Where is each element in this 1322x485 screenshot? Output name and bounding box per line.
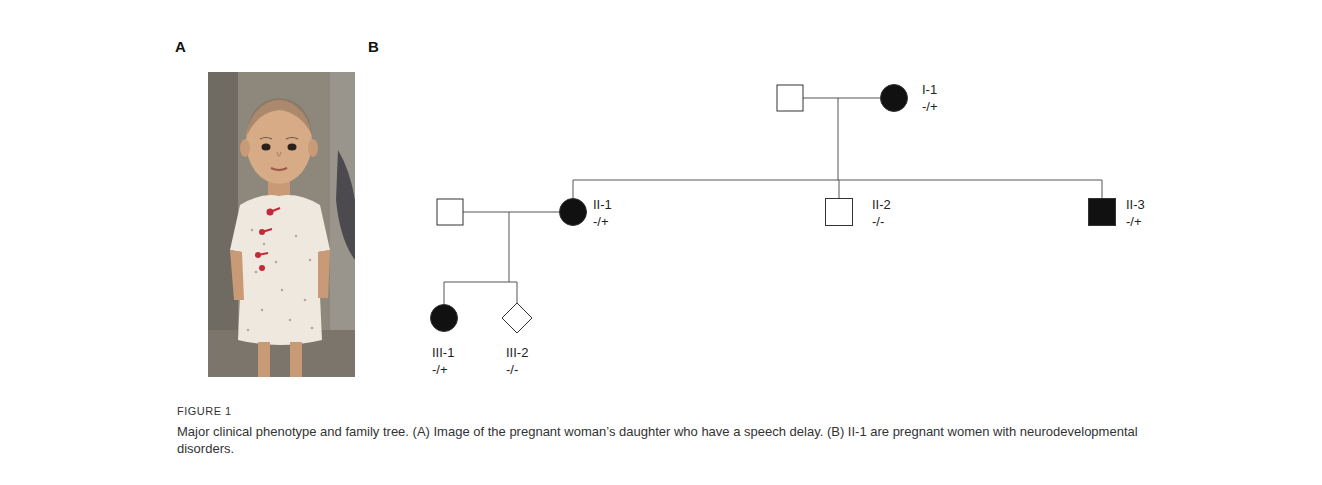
figure-caption: Major clinical phenotype and family tree…	[177, 423, 1162, 457]
pedigree-symbol	[880, 84, 908, 112]
genotype: -/+	[1126, 214, 1142, 229]
female-circle: II-1-/+	[559, 198, 587, 226]
individual-id: I-1	[922, 82, 937, 97]
genotype: -/+	[922, 99, 938, 114]
figure-number: FIGURE 1	[177, 405, 232, 417]
pedigree-symbol	[559, 198, 587, 226]
male-square	[777, 85, 803, 111]
individual-id: III-1	[432, 345, 454, 360]
panel-letter: B	[368, 38, 379, 55]
individual-id: II-1	[593, 197, 612, 212]
female-circle: I-1-/+	[880, 84, 908, 112]
genotype: -/-	[506, 362, 518, 377]
individual-id: II-2	[872, 197, 891, 212]
individual-id: III-2	[506, 345, 528, 360]
male-square: II-3-/+	[1088, 198, 1116, 226]
genotype: -/-	[872, 214, 884, 229]
pedigree-symbol	[825, 198, 853, 226]
panel-letter: A	[175, 38, 186, 55]
male-square: II-2-/-	[825, 198, 853, 226]
pedigree-symbol	[430, 304, 458, 332]
pedigree-symbol	[503, 304, 531, 332]
male-square	[437, 199, 463, 225]
genotype: -/+	[432, 362, 448, 377]
pedigree-lines	[444, 98, 1102, 304]
unknown-sex-diamond: III-2-/-	[503, 304, 531, 332]
pedigree-symbol	[1088, 198, 1116, 226]
genotype: -/+	[593, 214, 609, 229]
female-circle: III-1-/+	[430, 304, 458, 332]
individual-id: II-3	[1126, 197, 1145, 212]
child-photo	[208, 72, 355, 382]
